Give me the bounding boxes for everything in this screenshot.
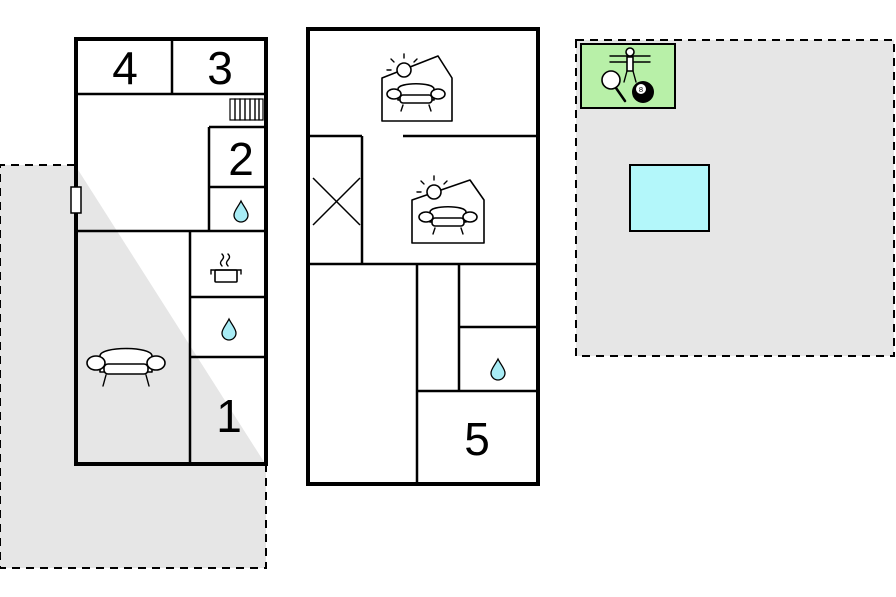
building-middle: [306, 27, 540, 486]
sofa-icon: [86, 347, 166, 387]
billiard-ball-icon: 8: [632, 81, 654, 103]
open-void-icon: [312, 177, 361, 226]
games-room: 8: [580, 43, 676, 109]
building-left: [70, 37, 268, 466]
room-label-1: 1: [216, 390, 242, 442]
room-label-3: 3: [207, 42, 233, 94]
room-label-4: 4: [112, 42, 138, 94]
table-tennis-icon: [601, 70, 627, 103]
foosball-icon: [609, 47, 651, 83]
room-label-5: 5: [464, 413, 490, 465]
water-drop-icon: [490, 358, 506, 381]
sunroom-sofa-icon: [411, 175, 485, 244]
water-drop-icon: [233, 200, 249, 223]
water-drop-icon: [221, 318, 237, 341]
pool: [629, 164, 710, 232]
billiard-ball-number: 8: [639, 85, 643, 94]
stairs-icon: [229, 98, 264, 121]
cooking-pot-icon: [210, 253, 242, 283]
entrance-door: [70, 186, 82, 214]
sunroom-sofa-icon: [381, 53, 453, 122]
room-label-2: 2: [228, 133, 254, 185]
